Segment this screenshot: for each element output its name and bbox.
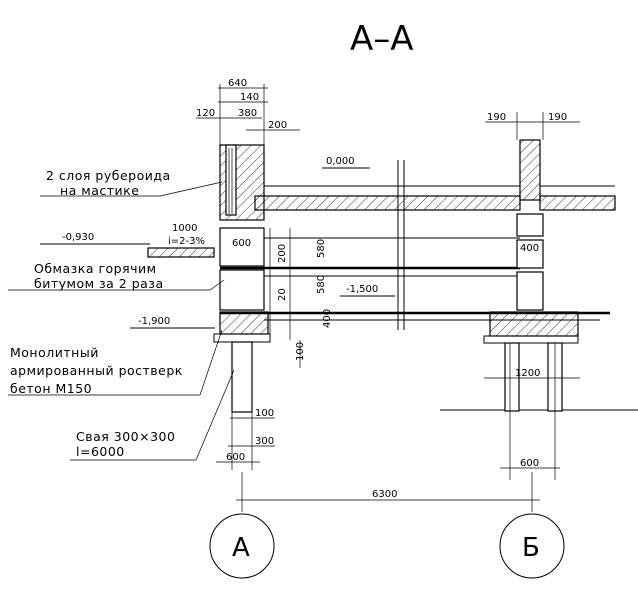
label-grillage-2: армированный ростверк (10, 363, 183, 378)
right-grillage-cap (483, 335, 579, 344)
label-pile-2: l=6000 (76, 444, 125, 459)
dim-1200: 1200 (515, 368, 540, 379)
blind-area (147, 247, 215, 258)
right-wall-block-3 (516, 271, 544, 311)
dim-600-wall: 600 (232, 238, 251, 249)
axis-a-bubble (209, 513, 275, 579)
dim-600-right: 600 (520, 458, 539, 469)
label-ruberoid-2: на мастике (60, 183, 139, 198)
dim-580-b: 580 (316, 275, 327, 294)
dim-400-b: 400 (520, 243, 539, 254)
right-wall-block-1 (516, 213, 544, 237)
label-grillage-3: бетон М150 (10, 381, 92, 396)
level-minus-1900: -1,900 (138, 316, 170, 327)
dim-640: 640 (228, 78, 247, 89)
left-wall-cavity (225, 144, 237, 216)
level-minus-1500: -1,500 (346, 284, 378, 295)
dim-120: 120 (196, 108, 215, 119)
axis-a-label: А (232, 533, 250, 563)
label-ruberoid-1: 2 слоя рубероида (46, 168, 171, 183)
dim-200-a: 200 (277, 244, 288, 263)
right-pile-1 (504, 342, 520, 412)
left-grillage (219, 311, 269, 335)
left-wall-block-1 (219, 227, 265, 267)
dim-190-right: 190 (548, 112, 567, 123)
dim-6300: 6300 (372, 489, 397, 500)
left-grillage-cap (213, 333, 271, 343)
dim-400-a: 400 (322, 309, 333, 328)
dim-200-top: 200 (268, 120, 287, 131)
label-bitumen-1: Обмазка горячим (34, 261, 157, 276)
left-wall-block-2 (219, 269, 265, 311)
label-grillage-1: Монолитный (10, 345, 99, 360)
floor-slab-left (254, 195, 521, 211)
label-bitumen-2: битумом за 2 раза (34, 276, 164, 291)
label-pile-1: Свая 300×300 (76, 429, 175, 444)
dim-140: 140 (240, 92, 259, 103)
right-grillage (489, 311, 579, 337)
dim-580-a: 580 (316, 239, 327, 258)
dim-380: 380 (238, 108, 257, 119)
dim-100-a: 100 (295, 342, 306, 361)
slope-label: i=2-3% (168, 236, 205, 247)
right-wall-upper (519, 139, 541, 201)
axis-b-label: Б (522, 533, 540, 563)
axis-b-bubble (499, 513, 565, 579)
dim-190-left: 190 (487, 112, 506, 123)
dim-300: 300 (255, 436, 274, 447)
dim-20: 20 (277, 288, 288, 301)
floor-slab-right (539, 195, 616, 211)
level-zero: 0,000 (326, 156, 355, 167)
section-title: А–А (350, 19, 414, 59)
dim-600-left: 600 (226, 452, 245, 463)
level-minus-0930: -0,930 (62, 232, 94, 243)
right-wall-block-2 (516, 239, 544, 269)
dim-1000: 1000 (172, 223, 197, 234)
left-pile (231, 341, 253, 413)
dim-100-b: 100 (255, 408, 274, 419)
